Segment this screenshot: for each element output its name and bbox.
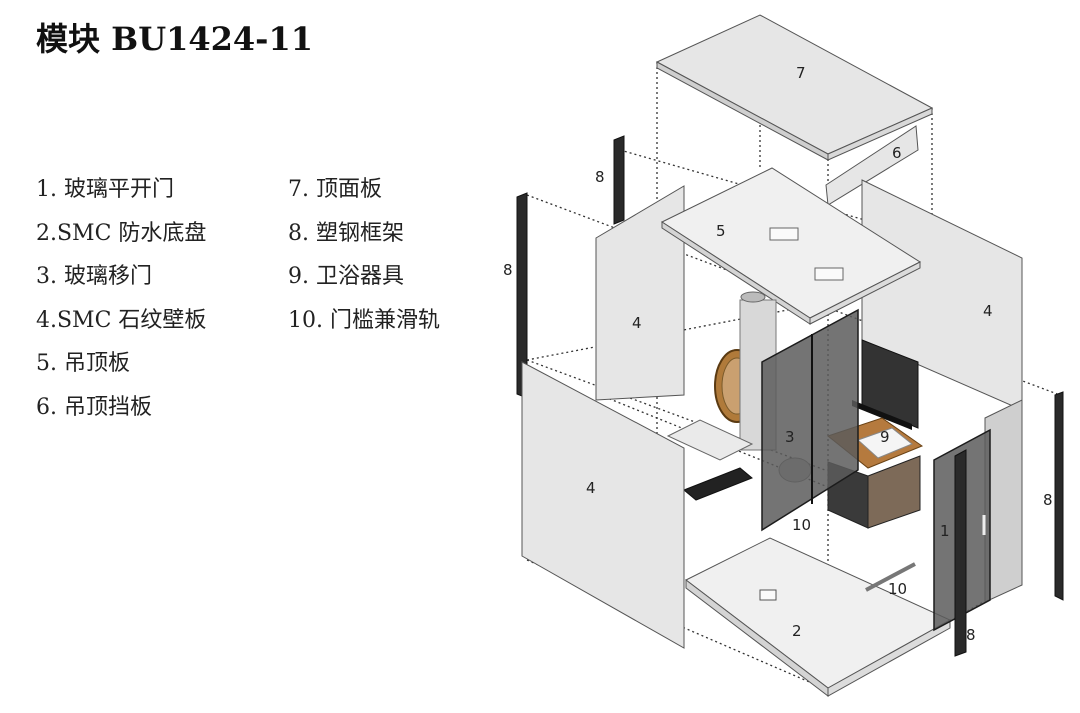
legend-item-ceiling-board: 5. 吊顶板	[36, 351, 130, 376]
label-frame-bottom: 8	[966, 626, 976, 644]
wash-basin	[857, 427, 913, 459]
ceiling-vent	[769, 227, 799, 241]
legend-item-glass-swing-door: 1. 玻璃平开门	[36, 177, 174, 202]
floor-drain	[759, 589, 777, 601]
label-threshold-inner: 10	[792, 516, 811, 534]
legend-item-sanitary-fixtures: 9. 卫浴器具	[288, 264, 404, 289]
bathtub-shelf	[666, 419, 754, 461]
label-wall-back-right: 4	[983, 302, 993, 320]
label-swing-door: 1	[940, 522, 950, 540]
label-base-tray: 2	[792, 622, 802, 640]
label-frame-right: 8	[1043, 491, 1053, 509]
shower-head	[740, 291, 766, 303]
frame-right	[1054, 391, 1064, 601]
legend-item-glass-sliding-door: 3. 玻璃移门	[36, 264, 152, 289]
label-frame-upper: 8	[595, 168, 605, 186]
mirror-cabinet	[861, 339, 919, 429]
legend-item-smc-wall-panel: 4.SMC 石纹壁板	[36, 307, 207, 333]
label-sliding-door: 3	[785, 428, 795, 446]
legend-right-column: 7. 顶面板 8. 塑钢框架 9. 卫浴器具 10. 门槛兼滑轨	[288, 168, 440, 342]
frame-bottom	[954, 449, 967, 657]
wall-back-left	[595, 185, 685, 401]
vanity-cabinet-side	[867, 455, 921, 529]
shelf	[852, 400, 912, 430]
wall-front-left	[521, 361, 685, 649]
glass-sliding-door	[761, 308, 859, 532]
legend-item-plastic-steel-frame: 8. 塑钢框架	[288, 220, 404, 246]
page-title: 模块 BU1424-11	[36, 20, 313, 58]
ceiling-baffle	[825, 125, 919, 206]
label-ceiling-baffle: 6	[892, 144, 902, 162]
threshold-rail	[865, 562, 916, 592]
label-ceiling-board: 5	[716, 222, 726, 240]
legend-item-ceiling-baffle: 6. 吊顶挡板	[36, 394, 152, 420]
legend-left-column: 1. 玻璃平开门 2.SMC 防水底盘 3. 玻璃移门 4.SMC 石纹壁板 5…	[36, 168, 206, 429]
ceiling-light	[814, 267, 844, 281]
label-wall-back-left: 4	[632, 314, 642, 332]
label-frame-left: 8	[503, 261, 513, 279]
label-top-panel: 7	[796, 64, 806, 82]
legend-item-smc-base-tray: 2.SMC 防水底盘	[36, 220, 207, 246]
sanitary-fixtures: 9	[666, 291, 924, 529]
legend-item-threshold-rail: 10. 门槛兼滑轨	[288, 307, 440, 333]
label-threshold-outer: 10	[888, 580, 907, 598]
floor-tray	[683, 467, 753, 501]
label-wall-front-left: 4	[586, 479, 596, 497]
label-fixtures: 9	[880, 428, 890, 446]
legend-item-top-panel: 7. 顶面板	[288, 177, 382, 202]
frame-upper	[613, 135, 625, 225]
